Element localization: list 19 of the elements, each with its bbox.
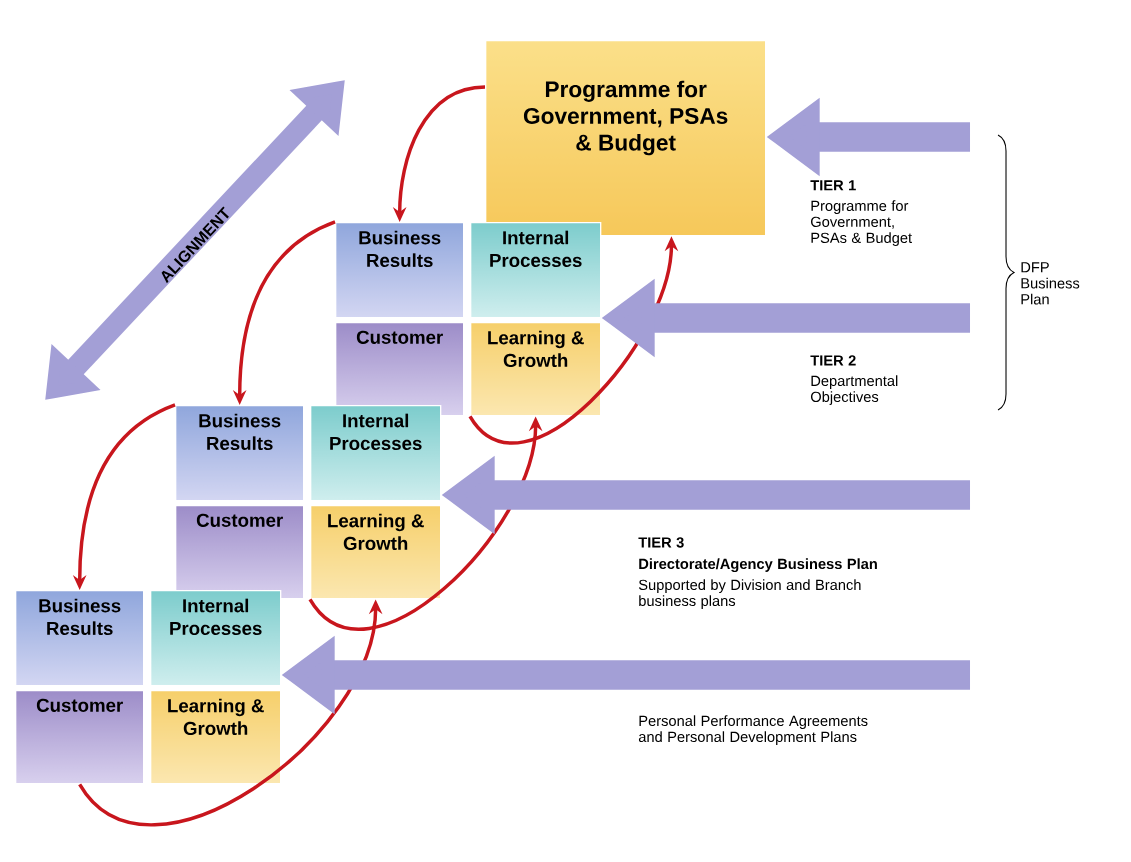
scorecard-cell: Internal Processes — [310, 405, 442, 502]
scorecard-cell: Business Results — [175, 405, 305, 502]
scorecard-cell: Business Results — [335, 222, 465, 319]
scorecard-cell: Business Results — [15, 590, 145, 687]
tier-description: Supported by Division and Branch business plans — [638, 579, 861, 609]
tier-description: Programme for Government, PSAs & Budget — [811, 200, 912, 246]
tier-description: Departmental Objectives — [810, 375, 898, 405]
scorecard-cell: Learning & Growth — [150, 690, 282, 785]
scorecard-cell: Learning & Growth — [470, 322, 602, 417]
tier-heading: TIER 1 — [810, 180, 856, 191]
scorecard-cell: Customer — [15, 690, 145, 785]
tier-heading: TIER 3 — [638, 537, 684, 548]
tier-description: Personal Performance Agreements and Personal Development Plans — [638, 715, 868, 745]
scorecard-cell: Learning & Growth — [310, 505, 442, 600]
scorecard-cell: Internal Processes — [150, 590, 282, 687]
tier-description: Directorate/Agency Business Plan — [639, 558, 877, 572]
tier-heading: TIER 2 — [810, 355, 856, 366]
scorecard-cell: Internal Processes — [470, 222, 602, 319]
bracket-label: DFP Business Plan — [1021, 262, 1080, 305]
